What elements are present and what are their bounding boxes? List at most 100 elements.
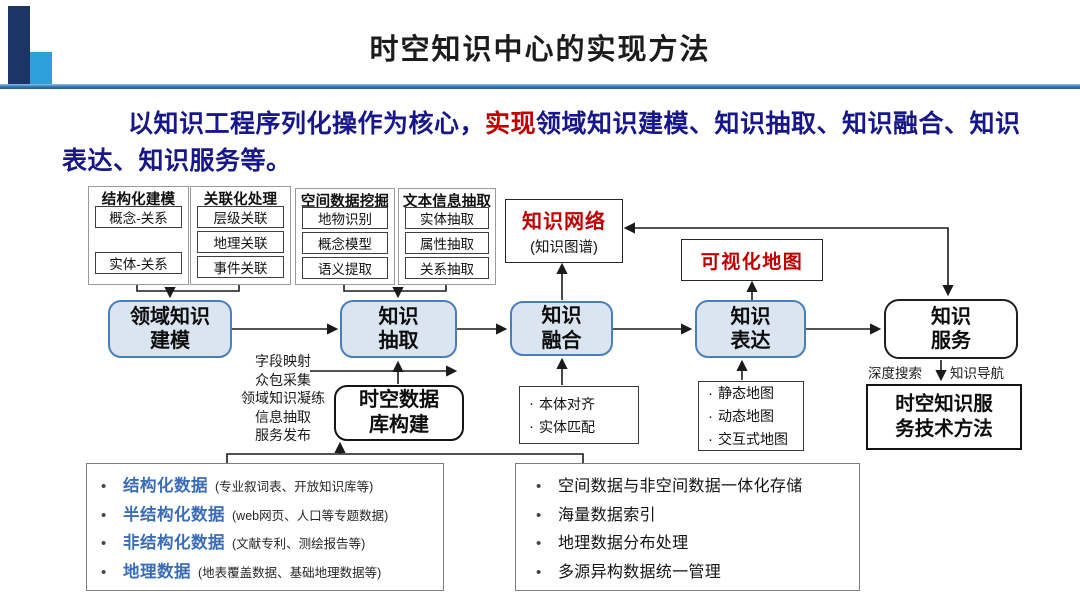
pipeline-step: 信息抽取 [255,408,311,425]
group-title: 空间数据挖掘 [300,194,390,210]
group-item: 实体-关系 [95,252,182,274]
flow-label: 建模 [150,330,190,352]
flow-box-domain-modeling: 领域知识 建模 [108,300,232,358]
knowledge-network-title: 知识网络 [522,211,606,233]
source-desc: (文献专利、测绘报告等) [232,537,366,552]
storage-label: 海量数据索引 [558,506,656,524]
storage-label: 多源异构数据统一管理 [558,563,722,581]
storage-label: 地理数据分布处理 [558,535,689,553]
spatiotemporal-db-box: 时空数据 库构建 [334,385,464,441]
knowledge-network-subtitle: (知识图谱) [530,240,598,256]
group-item: 地物识别 [302,207,388,229]
expression-notes-box: · 静态地图 · 动态地图 · 交互式地图 [698,381,804,451]
storage-row: • 地理数据分布处理 [536,529,853,553]
service-label-left: 深度搜索 [868,366,922,381]
db-label: 时空数据 [359,389,439,411]
intro-line-1: 以知识工程序列化操作为核心，实现领域知识建模、知识抽取、知识融合、知识 [128,104,1021,140]
flow-box-knowledge-fusion: 知识 融合 [510,301,613,356]
group-item: 地理关联 [197,231,284,253]
storage-features-panel: • 空间数据与非空间数据一体化存储 • 海量数据索引 • 地理数据分布处理 • 多源异构… [515,463,860,591]
knowledge-network-box: 知识网络 (知识图谱) [505,199,623,263]
intro-part1: 以知识工程序列化操作为核心， [128,110,486,138]
flow-box-knowledge-expression: 知识 表达 [695,300,806,358]
pipeline-step: 服务发布 [255,427,311,444]
group-item: 属性抽取 [405,232,489,254]
header-accent-square [30,52,52,84]
group-structured-modeling: 结构化建模 概念-关系 实体-关系 [88,186,189,285]
note-label: 实体匹配 [539,418,595,435]
source-term: 结构化数据 [123,477,208,496]
source-row: • 半结构化数据 (web网页、人口等专题数据) [101,501,437,525]
note-row: · 静态地图 [708,383,803,403]
group-item: 层级关联 [197,206,284,228]
header-accent-bar [8,6,30,84]
bullet: • [101,535,107,553]
source-term: 地理数据 [123,562,191,581]
bullet: • [536,563,542,581]
flow-label: 知识 [931,305,971,328]
group-item: 概念模型 [302,232,388,254]
intro-highlight: 实现 [485,110,537,138]
note-row: · 交互式地图 [708,429,803,449]
bullet: · [708,384,713,402]
bullet: • [536,506,542,524]
pipeline-step: 众包采集 [255,371,311,388]
pipeline-step: 字段映射 [255,353,311,369]
source-row: • 地理数据 (地表覆盖数据、基础地理数据等) [101,558,437,582]
bullet: · [708,430,713,448]
flow-label: 融合 [541,329,582,352]
group-item: 语义提取 [302,257,388,279]
note-label: 本体对齐 [539,395,595,412]
source-row: • 非结构化数据 (文献专利、测绘报告等) [101,529,437,553]
group-title: 关联化处理 [203,192,278,208]
storage-label: 空间数据与非空间数据一体化存储 [558,478,803,496]
group-spatial-mining: 空间数据挖掘 地物识别 概念模型 语义提取 [295,188,395,285]
bullet: • [101,478,107,496]
group-text-extraction: 文本信息抽取 实体抽取 属性抽取 关系抽取 [398,188,496,285]
service-box-label: 时空知识服 [895,392,993,415]
bullet: · [529,418,534,435]
bullet: • [536,478,542,496]
note-label: 交互式地图 [718,431,788,447]
group-item: 事件关联 [197,256,284,278]
flow-label: 知识 [541,305,582,328]
flow-label: 表达 [730,330,771,352]
source-desc: (专业叙词表、开放知识库等) [215,480,374,495]
group-item: 实体抽取 [405,207,489,229]
storage-row: • 多源异构数据统一管理 [536,558,853,582]
intro-line-2: 表达、知识服务等。 [62,147,292,175]
bracket-data-panels [226,453,584,463]
source-term: 半结构化数据 [123,505,225,524]
service-methods-box: 时空知识服 务技术方法 [866,384,1022,450]
group-title: 文本信息抽取 [402,194,492,210]
note-row: ·本体对齐 [529,394,638,414]
flow-label: 知识 [730,305,771,328]
flow-label: 抽取 [378,330,419,352]
flow-box-knowledge-service: 知识 服务 [884,299,1018,359]
group-item: 关系抽取 [405,257,489,279]
service-box-label: 务技术方法 [895,418,993,440]
note-label: 静态地图 [718,385,774,401]
db-label: 库构建 [369,414,429,436]
pipeline-steps: 字段映射 众包采集 领域知识凝练 信息抽取 服务发布 [223,352,343,445]
fusion-notes-box: ·本体对齐 · 实体匹配 [519,386,639,444]
visual-map-box: 可视化地图 [681,239,823,281]
group-title: 结构化建模 [101,192,176,208]
flow-label: 领域知识 [130,305,210,328]
page-title: 时空知识中心的实现方法 [369,34,711,66]
source-term: 非结构化数据 [123,534,225,553]
bullet: • [536,535,542,553]
flow-label: 服务 [931,330,971,352]
bullet: · [708,407,713,425]
intro-part2: 领域知识建模、知识抽取、知识融合、知识 [536,110,1021,138]
service-label-right: 知识导航 [950,366,1004,381]
pipeline-step: 领域知识凝练 [241,390,325,407]
bullet: • [101,563,107,581]
source-desc: (地表覆盖数据、基础地理数据等) [198,565,382,580]
note-row: · 动态地图 [708,406,803,426]
flow-box-knowledge-extraction: 知识 抽取 [340,300,457,358]
note-label: 动态地图 [718,408,774,424]
group-association-processing: 关联化处理 层级关联 地理关联 事件关联 [190,186,291,285]
bullet: • [101,506,107,524]
